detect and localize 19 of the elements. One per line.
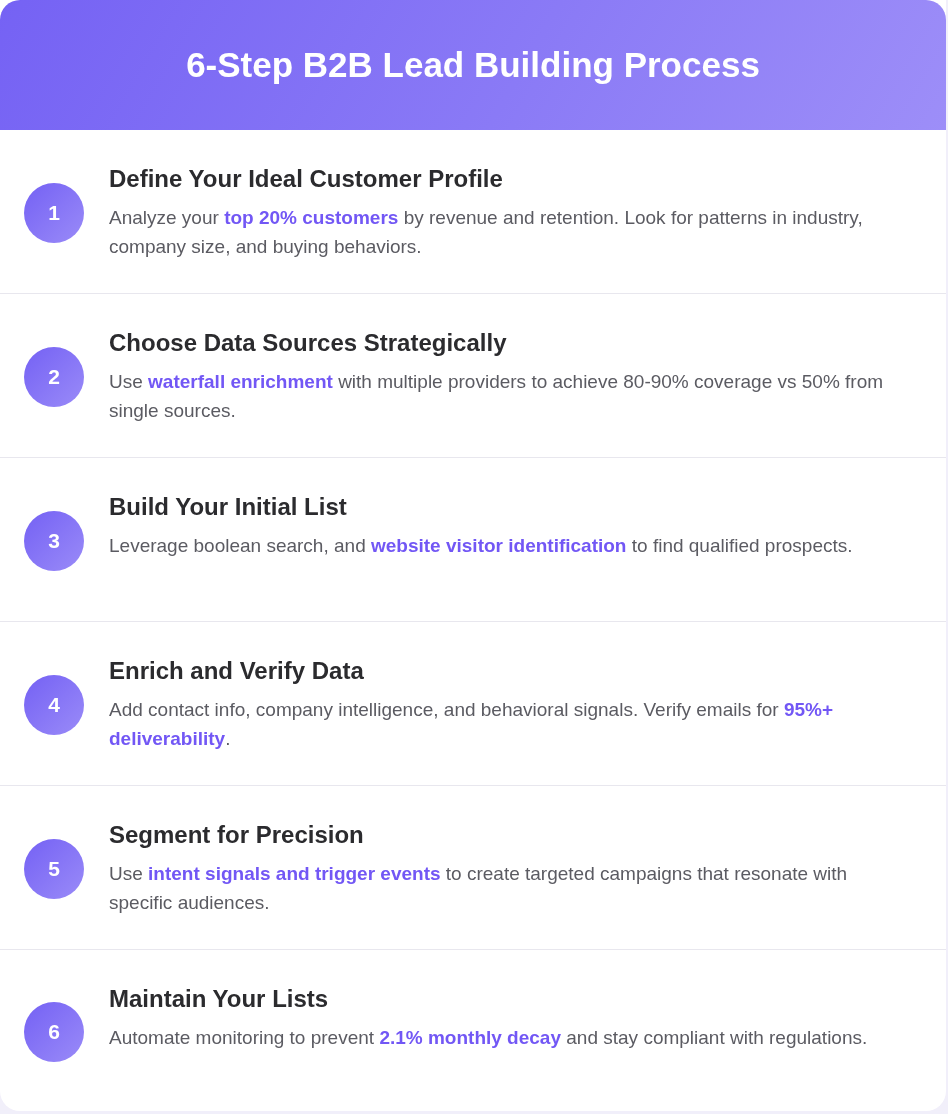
title: 6-Step B2B Lead Building Process	[186, 44, 760, 86]
step-heading: Build Your Initial List	[109, 492, 347, 522]
step-number: 6	[24, 1002, 84, 1062]
step-heading: Segment for Precision	[109, 820, 364, 850]
step-number: 5	[24, 839, 84, 899]
step-heading: Maintain Your Lists	[109, 984, 329, 1014]
step-description: Use intent signals and trigger events to create targeted campaigns that resonate with specific audiences.	[109, 862, 849, 915]
step-number: 4	[24, 675, 84, 735]
step-description: Use waterfall enrichment with multiple providers to achieve 80-90% coverage vs 50% from single sources.	[109, 370, 885, 423]
step-description: Leverage boolean search, and website visitor identification to find qualified prospects.	[109, 534, 854, 558]
step-number: 2	[24, 347, 84, 407]
step-heading: Enrich and Verify Data	[109, 656, 364, 686]
step-heading: Choose Data Sources Strategically	[109, 328, 507, 358]
step-description: Automate monitoring to prevent 2.1% monthly decay and stay compliant with regulations.	[109, 1026, 869, 1050]
step-heading: Define Your Ideal Customer Profile	[109, 164, 503, 194]
step-description: Analyze your top 20% customers by revenue and retention. Look for patterns in industry, company size, and buying behaviors.	[109, 206, 864, 259]
step-number: 3	[24, 511, 84, 571]
step-description: Add contact info, company intelligence, and behavioral signals. Verify emails for 95%+ deliverability.	[109, 698, 834, 751]
step-number: 1	[24, 183, 84, 243]
